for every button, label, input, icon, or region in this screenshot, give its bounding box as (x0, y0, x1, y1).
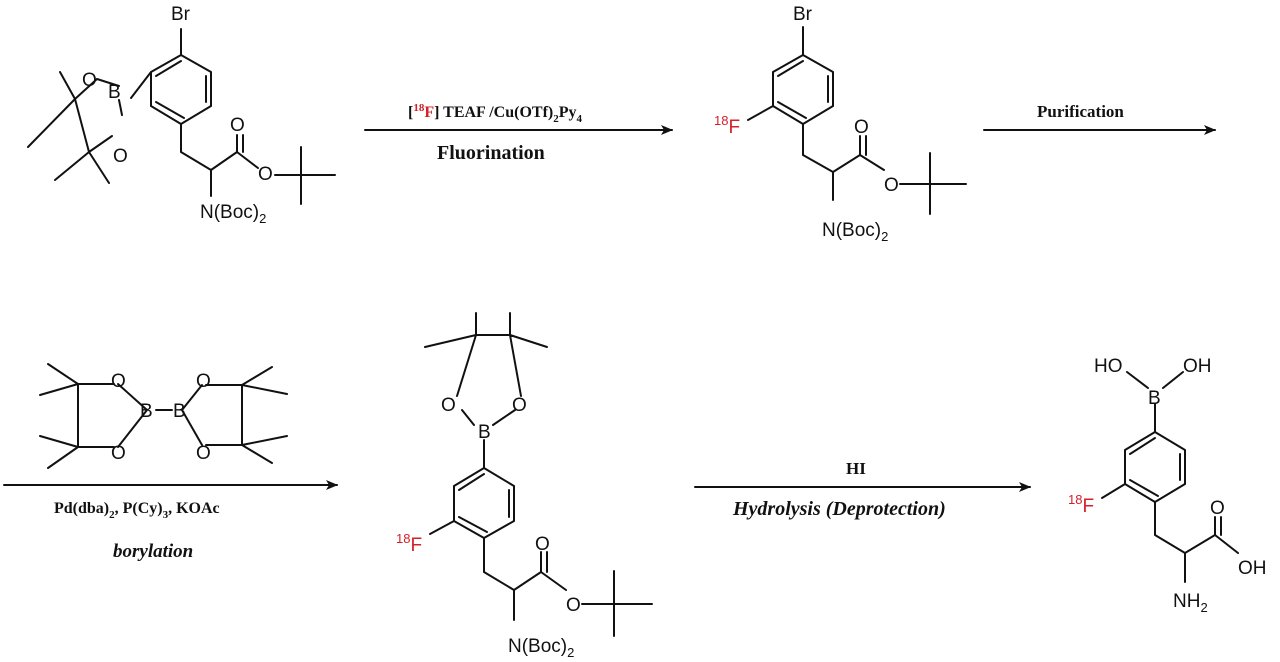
boron-label: B (108, 82, 121, 103)
fluorine-18-label: 18F (714, 113, 740, 138)
boron-label: B (478, 422, 491, 443)
fluorination-reagent: [18F] TEAF /Cu(OTf)2Py4 (408, 102, 583, 125)
bromine-label: Br (171, 4, 191, 25)
amine-label: N(Boc)2 (200, 202, 266, 226)
carbonyl-oxygen-label: O (1210, 498, 1225, 519)
carbonyl-oxygen-label: O (230, 115, 245, 136)
amine-label: N(Boc)2 (822, 220, 888, 244)
bonds (747, 26, 967, 215)
ester-oxygen-label: O (884, 175, 899, 196)
hydrolysis-reagent: HI (846, 459, 866, 478)
carbonyl-oxygen-label: O (535, 534, 550, 555)
oxygen-label: O (113, 146, 128, 167)
molecule-starting-material: Br B O O O O N(Boc)2 (27, 4, 336, 226)
carbonyl-oxygen-label: O (854, 117, 869, 138)
molecule-borylated-intermediate: B O O 18F O O N(Boc)2 (396, 312, 653, 660)
amine-label: N(Boc)2 (508, 636, 574, 660)
oxygen-label: O (196, 443, 211, 464)
fluorination-step-label: Fluorination (437, 142, 545, 164)
ester-oxygen-label: O (258, 164, 273, 185)
hydrolysis-step-label: Hydrolysis (Deprotection) (732, 498, 946, 520)
hydroxyl-label: OH (1183, 356, 1212, 377)
bonds (39, 363, 288, 469)
fluorine-18-label: 18F (1068, 492, 1094, 517)
oxygen-label: O (441, 395, 456, 416)
oxygen-label: O (82, 70, 97, 91)
oxygen-label: O (512, 395, 527, 416)
oxygen-label: O (111, 443, 126, 464)
molecule-final-product: HO OH B 18F O OH NH2 (1068, 356, 1267, 615)
boron-label: B (173, 401, 186, 422)
oxygen-label: O (111, 371, 126, 392)
borylation-step-label: borylation (113, 541, 193, 562)
bis-pinacolato-diboron: B B O O O O (39, 363, 288, 469)
fluorine-18-label: 18F (396, 531, 422, 556)
molecule-fluorinated-intermediate: Br 18F O O N(Boc)2 (714, 4, 967, 244)
bromine-label: Br (793, 4, 813, 25)
oxygen-label: O (196, 371, 211, 392)
bonds (1101, 371, 1239, 583)
purification-step-label: Purification (1037, 102, 1124, 121)
boron-label: B (1148, 388, 1161, 409)
carboxyl-hydroxyl-label: OH (1238, 558, 1267, 579)
bonds (424, 312, 653, 637)
ester-oxygen-label: O (566, 595, 581, 616)
borylation-reagent: Pd(dba)2, P(Cy)3, KOAc (54, 500, 220, 521)
hydroxyl-label: HO (1094, 356, 1123, 377)
amine-label: NH2 (1173, 591, 1208, 615)
boron-label: B (140, 401, 153, 422)
bonds (27, 28, 336, 205)
